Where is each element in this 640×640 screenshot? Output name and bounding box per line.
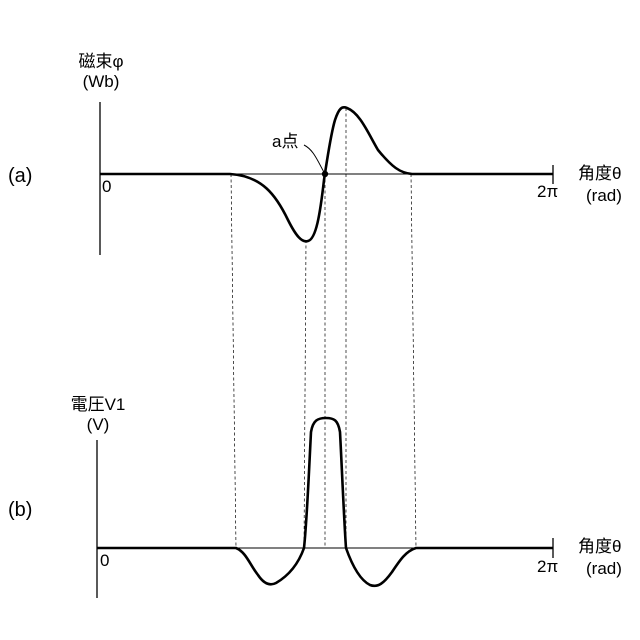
panel-a-x-label-line1: 角度θ [578, 165, 621, 182]
panel-b-origin: 0 [100, 552, 109, 569]
panel-b-x-label-line2: (rad) [586, 560, 622, 577]
panel-b-y-label-line2: (V) [50, 416, 146, 433]
panel-a-origin: 0 [102, 178, 111, 195]
point-a-leader-line [304, 145, 325, 174]
point-a-label: a点 [272, 133, 298, 150]
panel-a-tag: (a) [8, 166, 32, 186]
panel-b-y-label-line1: 電圧V1 [50, 396, 146, 413]
panel-b-axes [97, 440, 553, 598]
panel-a-y-label-line1: 磁束φ [58, 53, 144, 70]
panel-a-y-label-line2: (Wb) [58, 73, 144, 90]
panel-a-end-tick-label: 2π [537, 183, 558, 200]
projection-line-1 [231, 174, 236, 548]
panel-a-x-label-line2: (rad) [586, 187, 622, 204]
projection-line-5 [411, 174, 416, 548]
panel-b-end-tick-label: 2π [537, 558, 558, 575]
voltage-curve [97, 418, 553, 586]
projection-line-2 [304, 240, 306, 548]
panel-b-x-label-line1: 角度θ [578, 538, 621, 555]
panel-b-tag: (b) [8, 500, 32, 520]
panel-a-axes [100, 102, 553, 255]
